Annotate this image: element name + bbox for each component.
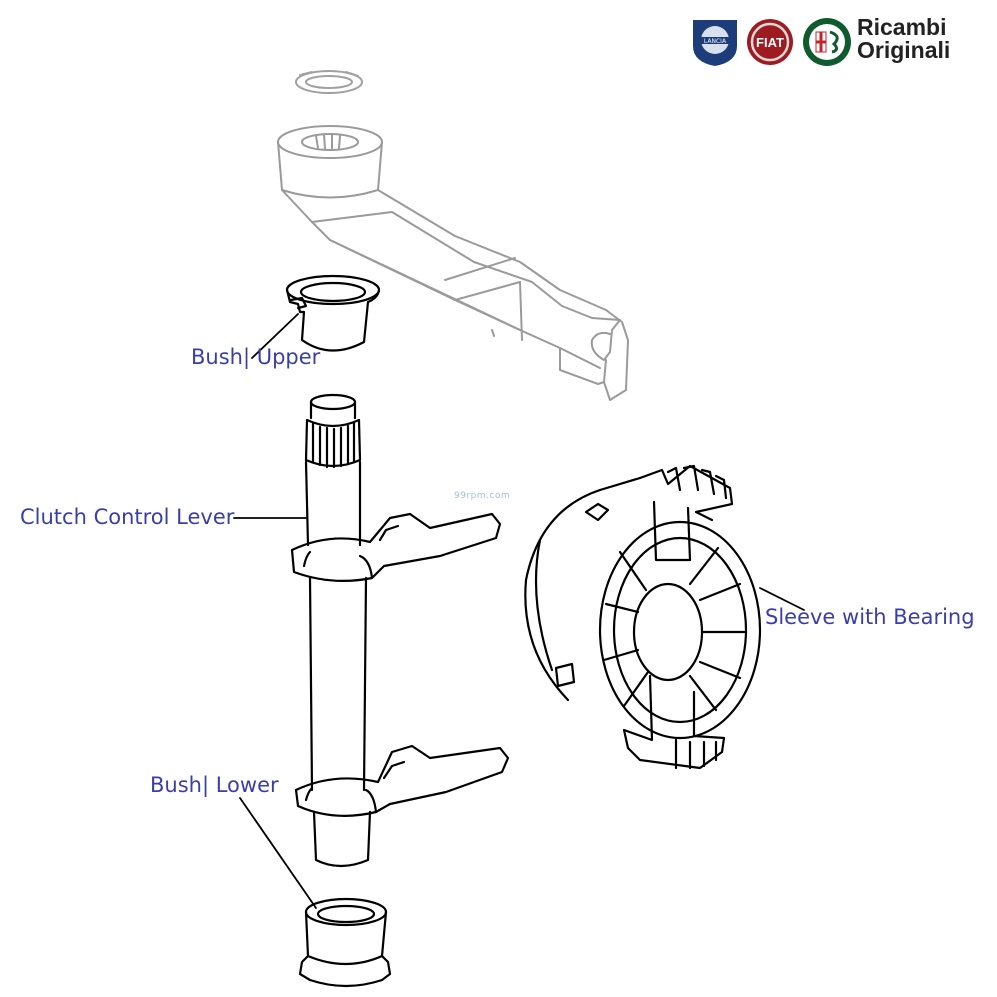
bush-lower-part [298, 897, 392, 988]
label-bush-upper: Bush| Upper [191, 345, 321, 369]
release-lever-arm [277, 125, 629, 401]
brand-line-1: Ricambi [857, 14, 947, 40]
brand-line-2: Originali [857, 37, 951, 63]
fiat-logo-text: FIAT [756, 35, 784, 50]
bush-upper-part [285, 274, 381, 352]
label-sleeve-with-bearing: Sleeve with Bearing [765, 605, 975, 629]
leader-bush-lower [239, 797, 317, 909]
lancia-logo-text: LANCIA [704, 38, 727, 45]
lancia-logo: LANCIA [693, 20, 737, 66]
watermark: 99rpm.com [454, 491, 511, 501]
leader-bush-upper [251, 313, 299, 359]
sleeve-with-bearing-part [524, 464, 762, 770]
leader-lines [233, 313, 805, 909]
alfa-romeo-logo [803, 18, 851, 66]
clutch-control-shaft [290, 393, 510, 868]
fiat-logo: FIAT [747, 19, 793, 65]
label-clutch-control-lever: Clutch Control Lever [20, 505, 235, 529]
brand-logos: LANCIA FIAT [693, 18, 851, 66]
circlip [295, 70, 363, 94]
leader-sleeve [759, 587, 805, 611]
label-bush-lower: Bush| Lower [150, 773, 279, 797]
brand-text: Ricambi Originali [857, 16, 950, 62]
